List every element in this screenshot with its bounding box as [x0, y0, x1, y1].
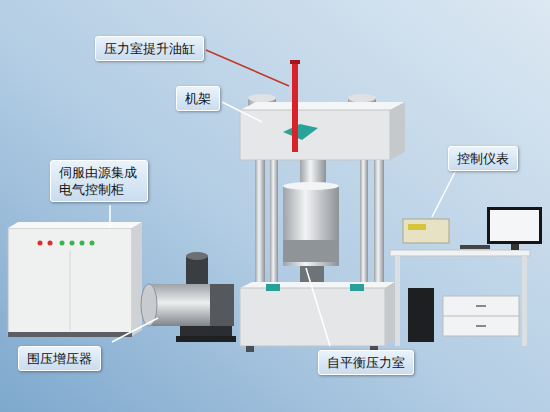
leader-line: [432, 172, 455, 217]
leader-line: [112, 318, 158, 342]
callout-box: 伺服由源集成 电气控制柜: [50, 160, 148, 202]
callout-text: 压力室提升油缸: [104, 40, 195, 57]
callout-text: 伺服由源集成 电气控制柜: [59, 164, 139, 198]
callout-box: 围压增压器: [18, 346, 101, 371]
callout-text: 自平衡压力室: [327, 354, 405, 371]
callout-box: 压力室提升油缸: [95, 36, 204, 61]
callout-text: 机架: [185, 90, 211, 107]
leader-line: [109, 205, 111, 228]
callout-box: 自平衡压力室: [318, 350, 414, 375]
leader-line: [206, 50, 289, 86]
leader-line: [306, 268, 330, 346]
callout-box: 控制仪表: [448, 146, 518, 171]
callout-text: 围压增压器: [27, 350, 92, 367]
callout-text: 控制仪表: [457, 150, 509, 167]
leader-line: [222, 102, 262, 122]
callout-box: 机架: [176, 86, 220, 111]
